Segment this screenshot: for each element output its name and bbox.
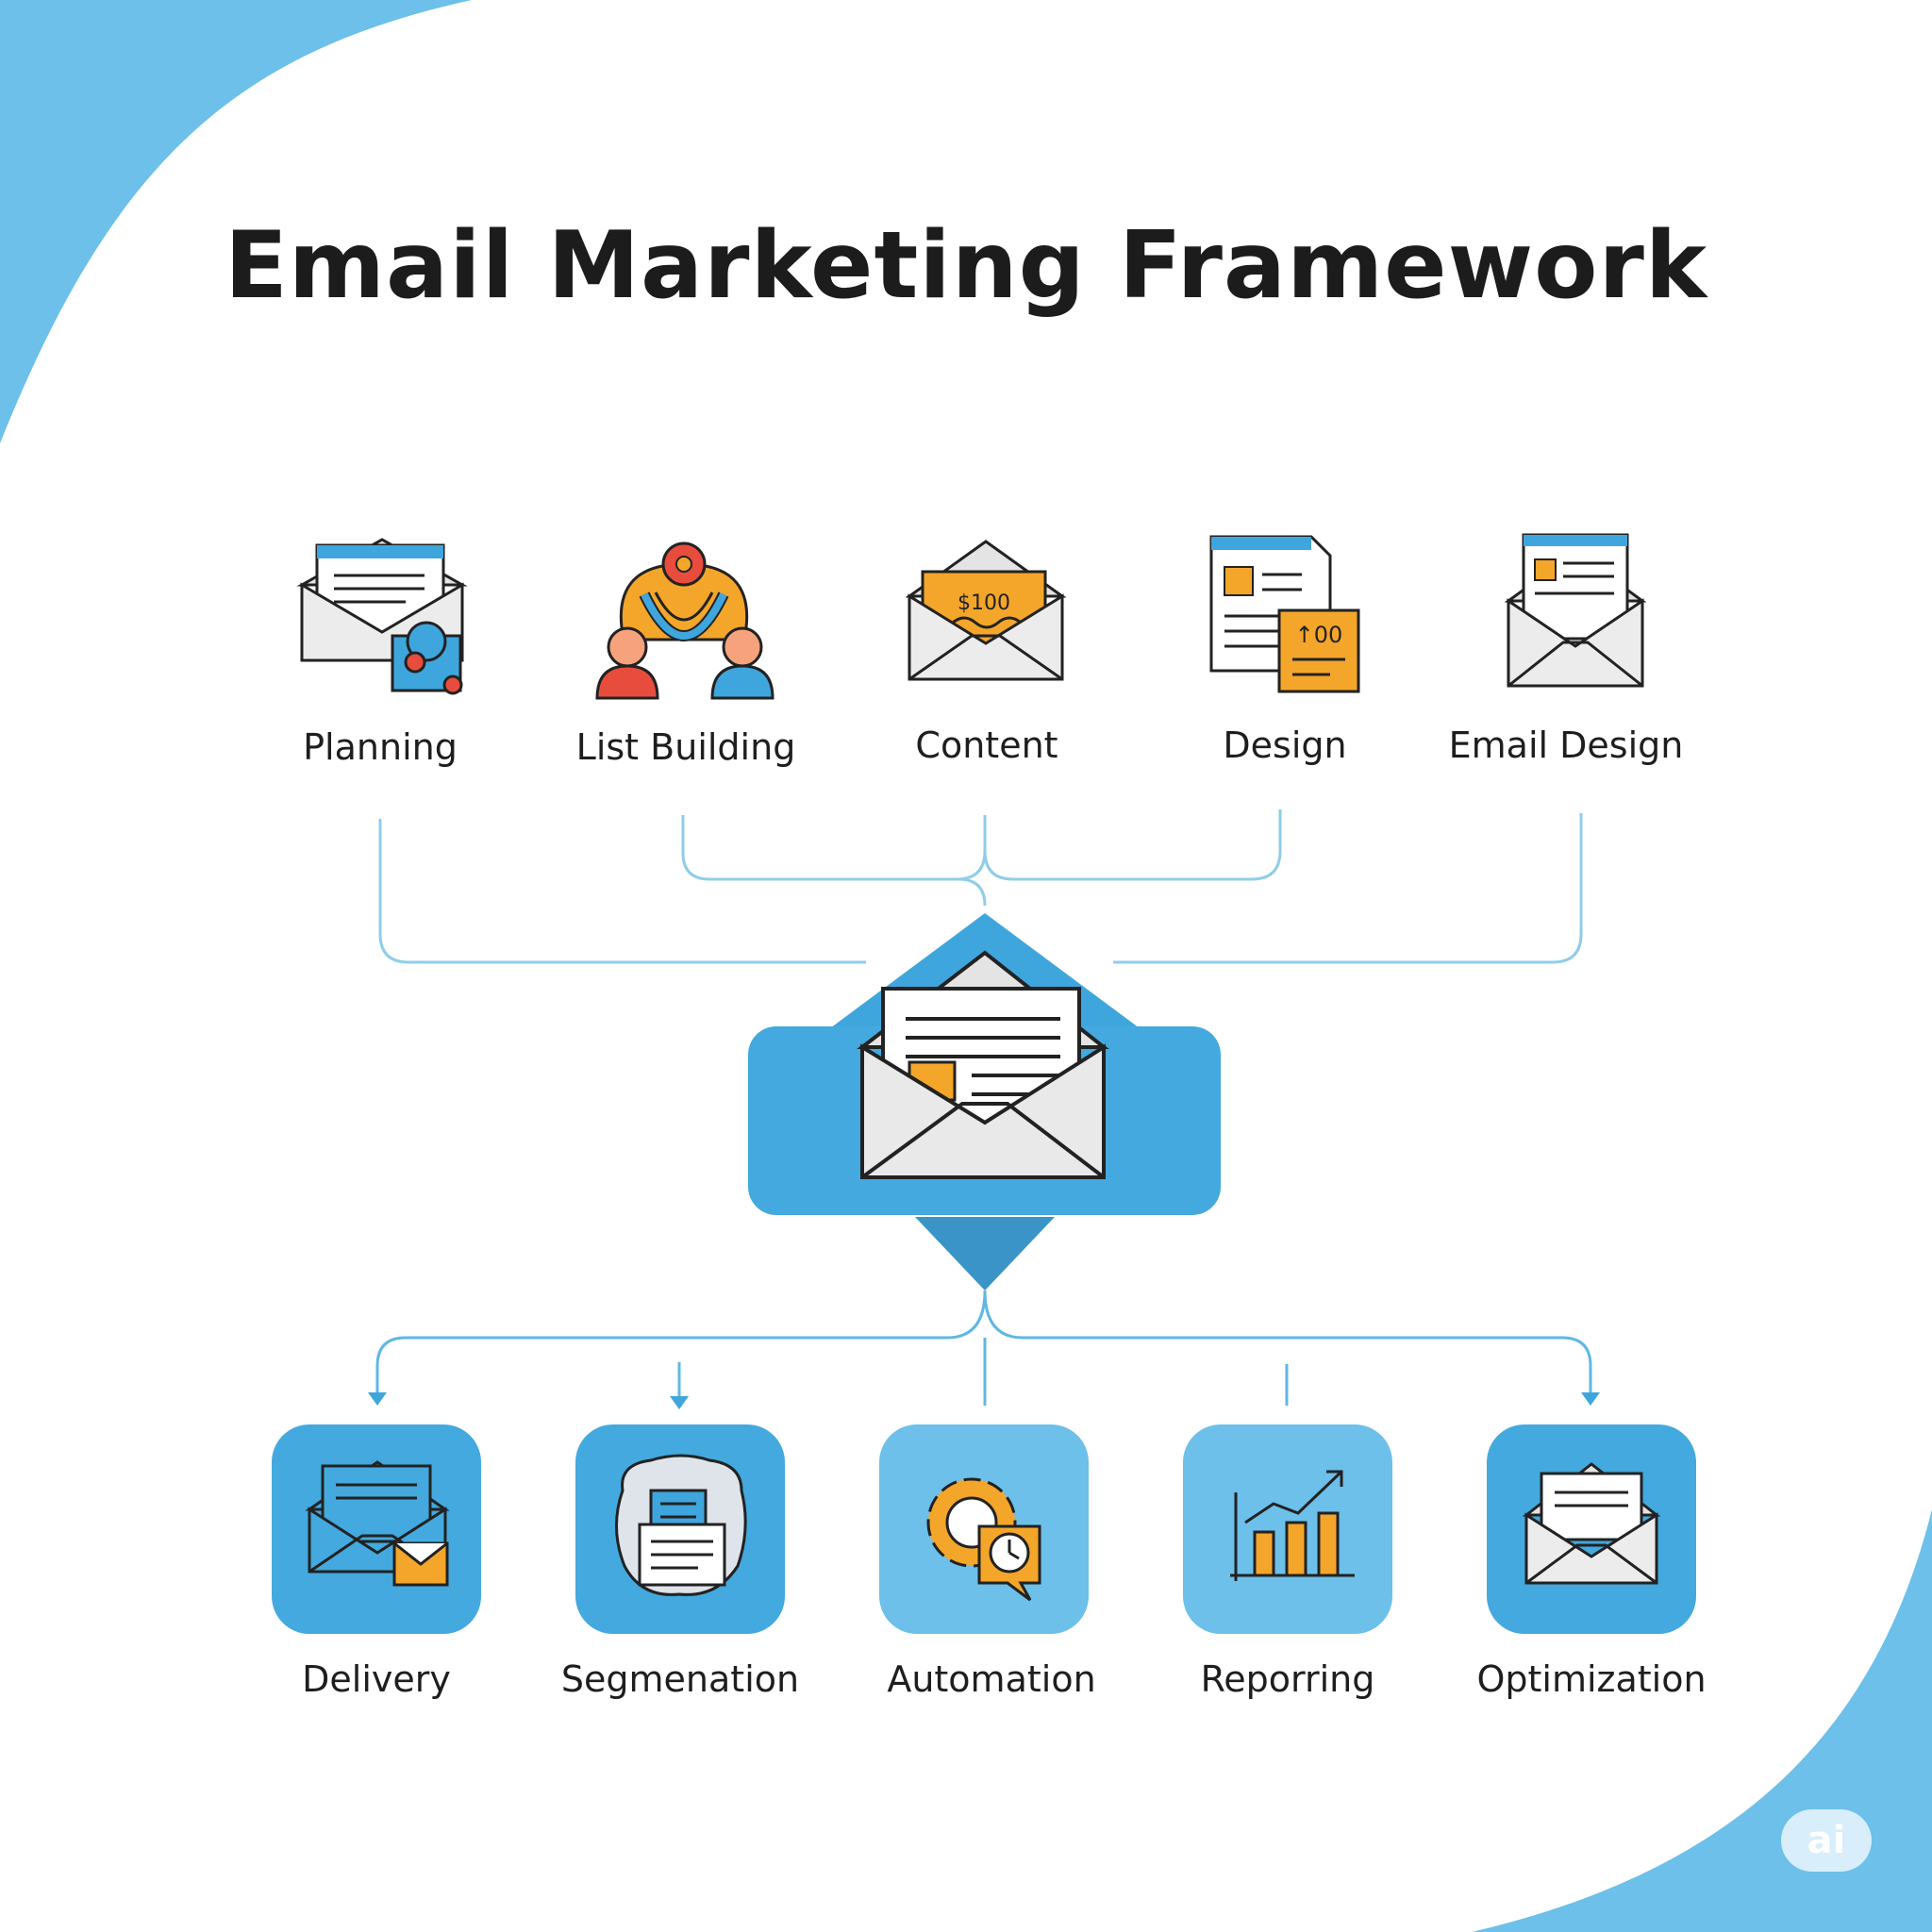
stage-label-planning: Planning [303, 726, 458, 768]
tile-optimization[interactable] [1487, 1424, 1696, 1634]
stage-label-list-building: List Building [575, 726, 796, 768]
optimization-envelope-icon [1522, 1462, 1661, 1585]
envelope-letter-icon [296, 538, 468, 695]
stage-label-reporting: Reporring [1200, 1658, 1375, 1700]
connector-arrowheads [368, 1392, 1600, 1409]
connectors-in [378, 809, 1583, 964]
page-title: Email Marketing Framework [224, 212, 1708, 320]
tile-reporting[interactable] [1183, 1424, 1392, 1634]
envelope-content-icon: $100 [906, 540, 1066, 681]
stage-label-email-design: Email Design [1448, 724, 1684, 766]
tile-automation[interactable] [879, 1424, 1089, 1634]
ai-badge: ai [1781, 1809, 1872, 1872]
document-layout-icon: ↑00 [1209, 535, 1360, 693]
stage-label-optimization: Optimization [1476, 1658, 1707, 1700]
tile-segmentation[interactable] [575, 1424, 785, 1634]
email-template-icon [1505, 533, 1646, 688]
audience-group-icon [595, 541, 774, 700]
connectors-out [375, 1290, 1592, 1406]
stage-label-delivery: Delivery [302, 1658, 451, 1700]
open-envelope-icon [857, 950, 1109, 1179]
stage-label-automation: Automation [887, 1658, 1096, 1700]
stage-label-content: Content [915, 724, 1058, 766]
segmentation-icon [615, 1454, 747, 1596]
stage-label-design: Design [1223, 724, 1347, 766]
price-glyph: $100 [958, 591, 1010, 615]
growth-glyph: ↑00 [1295, 622, 1343, 648]
delivery-envelope-icon [305, 1460, 450, 1587]
automation-gear-icon [926, 1477, 1041, 1602]
tile-delivery[interactable] [272, 1424, 481, 1634]
stage-label-segmentation: Segmenation [560, 1658, 800, 1700]
corner-wave-top-left [0, 0, 472, 443]
bar-chart-icon [1230, 1470, 1355, 1581]
